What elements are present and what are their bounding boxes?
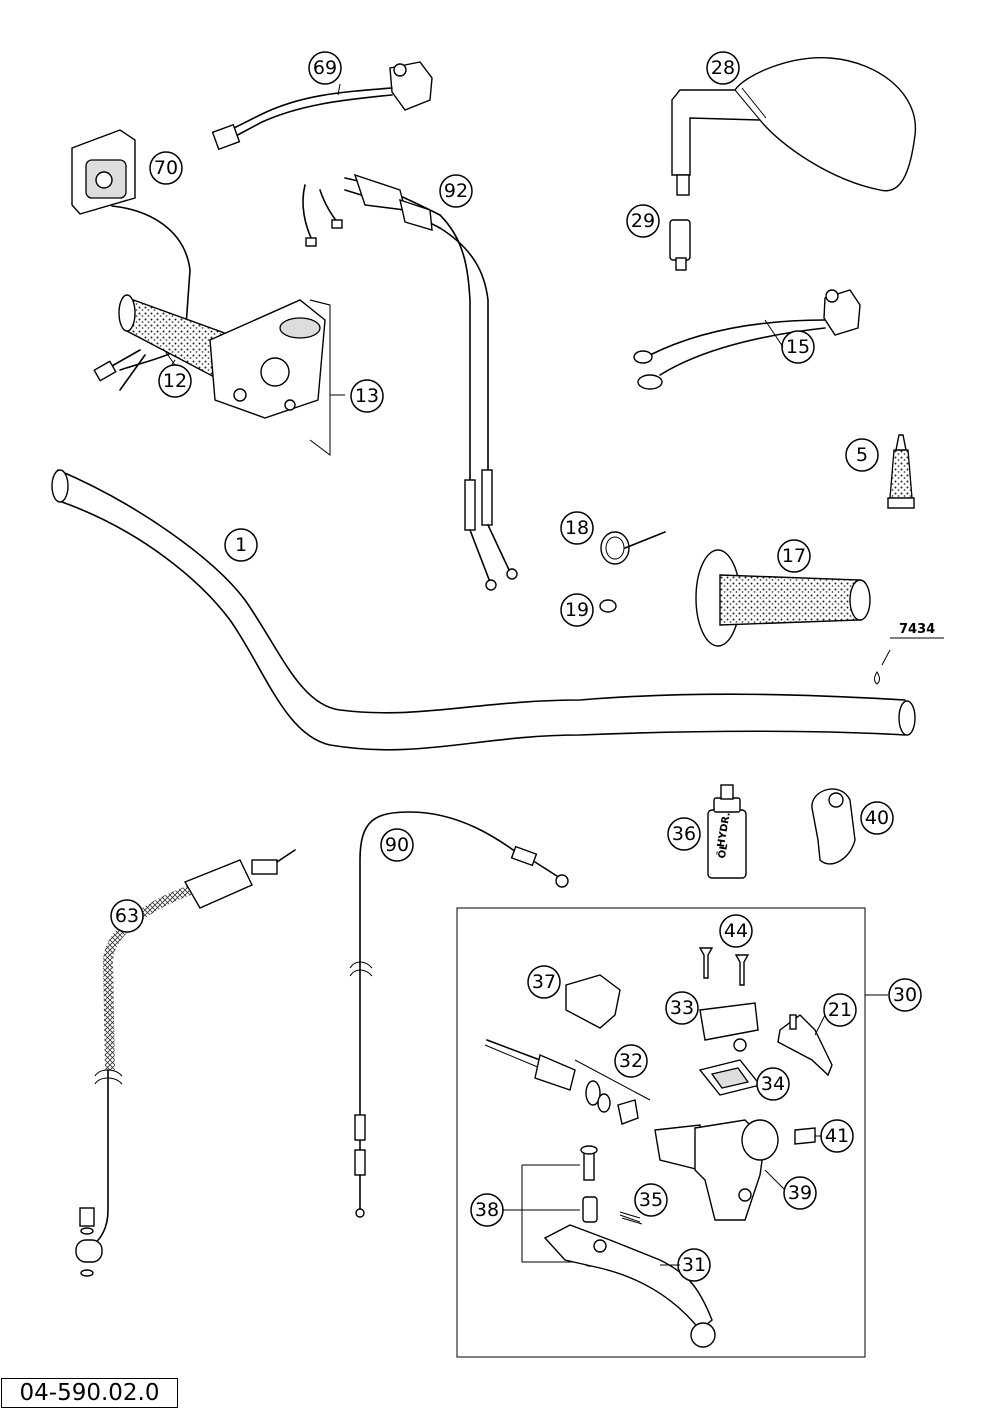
svg-text:18: 18 <box>565 517 589 539</box>
svg-text:35: 35 <box>639 1189 663 1211</box>
grease-tube <box>887 434 915 509</box>
leader-lines <box>164 83 826 1266</box>
kit-frame <box>456 907 866 1358</box>
cable-90 <box>349 811 569 1218</box>
callout-13: 13 <box>350 379 384 413</box>
callout-5: 5 <box>845 438 879 472</box>
callout-63: 63 <box>110 899 144 933</box>
callout-12: 12 <box>158 364 192 398</box>
svg-text:40: 40 <box>865 807 889 829</box>
kit-contents <box>484 947 833 1348</box>
callout-41: 41 <box>820 1119 854 1153</box>
callout-17: 17 <box>777 539 811 573</box>
svg-text:21: 21 <box>828 999 852 1021</box>
handlebar <box>51 469 944 751</box>
callout-32: 32 <box>614 1044 648 1078</box>
callout-69: 69 <box>308 51 342 85</box>
callout-90: 90 <box>380 828 414 862</box>
svg-text:28: 28 <box>711 57 735 79</box>
svg-text:29: 29 <box>631 210 655 232</box>
callout-21: 21 <box>823 993 857 1027</box>
switch-69 <box>211 61 433 151</box>
svg-text:15: 15 <box>786 336 810 358</box>
callout-15: 15 <box>781 330 815 364</box>
callout-29: 29 <box>626 204 660 238</box>
svg-text:1: 1 <box>235 534 247 556</box>
callout-19: 19 <box>560 593 594 627</box>
reference-code: 7434 <box>899 622 935 637</box>
callout-18: 18 <box>560 511 594 545</box>
callout-28: 28 <box>706 51 740 85</box>
svg-text:39: 39 <box>788 1182 812 1204</box>
svg-text:90: 90 <box>385 834 409 856</box>
svg-text:41: 41 <box>825 1125 849 1147</box>
callout-1: 1 <box>224 528 258 562</box>
callout-30: 30 <box>888 978 922 1012</box>
svg-text:38: 38 <box>475 1199 499 1221</box>
clamp-40 <box>811 788 856 865</box>
svg-text:13: 13 <box>355 385 379 407</box>
svg-text:31: 31 <box>682 1254 706 1276</box>
svg-text:12: 12 <box>163 370 187 392</box>
brake-hose <box>75 849 296 1277</box>
svg-text:30: 30 <box>893 984 917 1006</box>
svg-text:69: 69 <box>313 57 337 79</box>
throttle-assembly <box>93 294 345 456</box>
svg-text:92: 92 <box>444 180 468 202</box>
callout-40: 40 <box>860 801 894 835</box>
svg-text:5: 5 <box>856 444 868 466</box>
nut-19 <box>599 599 617 613</box>
mirror <box>669 57 917 271</box>
callout-34: 34 <box>756 1067 790 1101</box>
callout-36: 36 <box>667 817 701 851</box>
drawing-code-box: 04-590.02.0 <box>1 1378 178 1408</box>
hydraulic-oil-bottle <box>707 784 747 879</box>
svg-text:17: 17 <box>782 545 806 567</box>
svg-text:32: 32 <box>619 1050 643 1072</box>
svg-text:33: 33 <box>670 997 694 1019</box>
svg-text:36: 36 <box>672 823 696 845</box>
callout-70: 70 <box>149 151 183 185</box>
throttle-cables <box>302 173 518 591</box>
svg-text:34: 34 <box>761 1073 785 1095</box>
switch-box <box>71 129 191 371</box>
svg-text:70: 70 <box>154 157 178 179</box>
callout-92: 92 <box>439 174 473 208</box>
callout-38: 38 <box>470 1193 504 1227</box>
callout-37: 37 <box>527 965 561 999</box>
svg-text:37: 37 <box>532 971 556 993</box>
switch-15 <box>633 289 861 390</box>
svg-text:19: 19 <box>565 599 589 621</box>
callout-44: 44 <box>719 914 753 948</box>
callout-33: 33 <box>665 991 699 1025</box>
drawing-code: 04-590.02.0 <box>19 1380 160 1406</box>
cable-tie <box>600 531 666 565</box>
callout-39: 39 <box>783 1176 817 1210</box>
svg-text:44: 44 <box>724 920 748 942</box>
callouts: 69 70 92 28 29 15 12 13 5 18 1 17 19 90 … <box>110 51 922 1282</box>
callout-31: 31 <box>677 1248 711 1282</box>
callout-35: 35 <box>634 1183 668 1217</box>
svg-text:63: 63 <box>115 905 139 927</box>
left-grip <box>695 549 871 647</box>
bottle-label-line2: ÖL <box>714 842 730 860</box>
